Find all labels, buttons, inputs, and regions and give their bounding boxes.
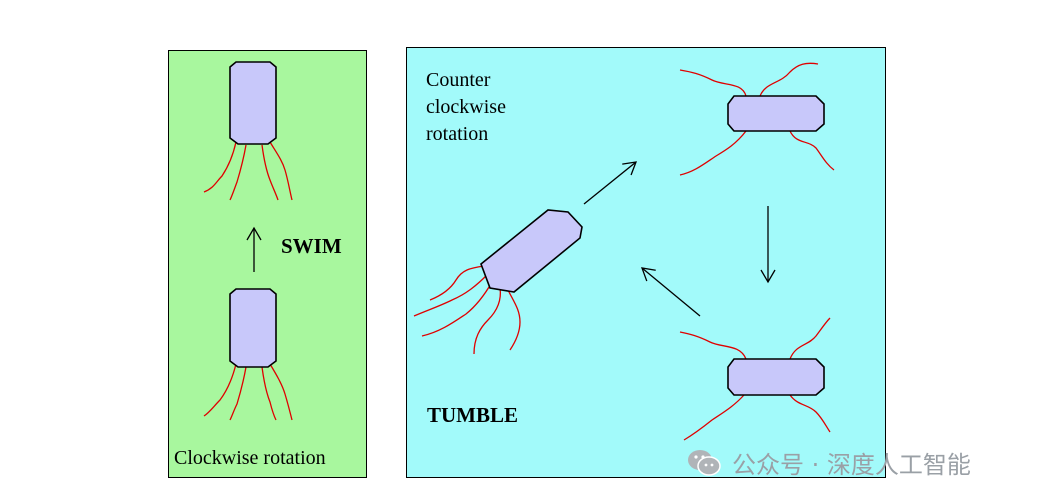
cell-body — [229, 61, 277, 145]
tumbling-bacterium-bottom-right — [679, 317, 831, 441]
swimming-bacterium-bottom — [203, 288, 293, 421]
tumbling-bacterium-tilted — [413, 209, 583, 355]
cell-body — [727, 358, 825, 396]
swimming-bacterium-top — [203, 61, 293, 201]
flagella-bundle — [413, 265, 521, 355]
caption-line-2: clockwise — [426, 96, 506, 118]
cell-body — [229, 288, 277, 368]
diagonal-arrow-icon — [641, 267, 701, 317]
cell-body — [480, 209, 583, 293]
diagonal-arrow-icon — [583, 161, 638, 205]
flagella-bundle — [203, 363, 293, 421]
caption-line-1: Counter — [426, 69, 491, 91]
tumble-label: TUMBLE — [427, 403, 519, 427]
watermark: 公众号 · 深度人工智能 — [686, 445, 971, 480]
counter-clockwise-caption: Counter clockwise rotation — [426, 67, 506, 148]
cell-body — [727, 95, 825, 132]
swim-label: SWIM — [281, 234, 342, 258]
clockwise-rotation-caption: Clockwise rotation — [174, 447, 326, 469]
flagella — [679, 317, 831, 441]
tumbling-bacterium-top-right — [679, 62, 835, 176]
wechat-logo-icon — [688, 449, 721, 476]
flagella-bundle — [203, 141, 293, 201]
watermark-text: 公众号 · 深度人工智能 — [732, 451, 971, 479]
flagella — [679, 62, 835, 176]
caption-line-3: rotation — [426, 123, 489, 145]
